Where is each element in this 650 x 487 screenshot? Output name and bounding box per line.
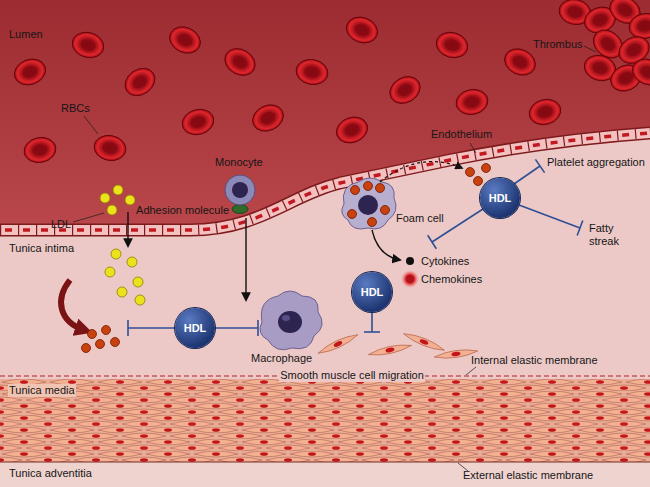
foam-cell (342, 178, 396, 229)
migration-arrow (245, 218, 246, 300)
text-label: Adhesion molecule (135, 204, 230, 217)
text-label: Platelet aggregation (546, 156, 646, 169)
text-label: Monocyte (214, 156, 264, 169)
ldl-particles (100, 185, 145, 305)
red-blood-cells (11, 13, 564, 165)
text-label: Endothelium (430, 128, 493, 141)
release-arrow (380, 162, 462, 182)
hdl-label: HDL (184, 322, 207, 334)
chemokine-glow (401, 270, 419, 288)
secretion-arrow (372, 230, 400, 260)
text-label: External elastic membrane (462, 469, 594, 482)
lumen-region (0, 0, 650, 230)
macrophage-cell (260, 291, 322, 350)
oxidation-arrow (61, 280, 84, 330)
text-label: Lumen (8, 28, 44, 41)
hdl-label: HDL (361, 286, 384, 298)
text-label: Tunica adventitia (8, 467, 93, 480)
migrating-smooth-muscle (317, 331, 479, 361)
text-label: Foam cell (395, 212, 445, 225)
cytokine-dot (406, 257, 414, 265)
text-label: Macrophage (250, 352, 313, 365)
leader-lines (73, 46, 596, 471)
text-label: LDL (50, 218, 72, 231)
text-label: Thrombus (532, 38, 584, 51)
hdl-circle: HDL (480, 178, 520, 218)
ldl-entry-arrow (127, 212, 128, 246)
text-label: Smooth muscle cell migration (279, 369, 425, 382)
text-label: Tunica media (8, 384, 76, 397)
text-label: RBCs (60, 102, 91, 115)
monocyte-cell (225, 175, 255, 214)
text-label: Cytokines (420, 255, 470, 268)
endothelium-layer (0, 133, 650, 230)
hdl-circle: HDL (175, 308, 215, 348)
hdl-label: HDL (489, 192, 512, 204)
tunica-adventitia-region (0, 462, 650, 487)
chemokine-dot (406, 275, 414, 283)
text-label: Tunica intima (8, 242, 75, 255)
text-label: Chemokines (420, 273, 483, 286)
external-elastic-line (0, 462, 650, 463)
hdl-circle: HDL (352, 272, 392, 312)
text-label: Internal elastic membrane (470, 354, 599, 367)
tunica-media-band (0, 379, 650, 462)
text-label: Fatty streak (588, 222, 636, 248)
oxidized-ldl (82, 326, 120, 353)
